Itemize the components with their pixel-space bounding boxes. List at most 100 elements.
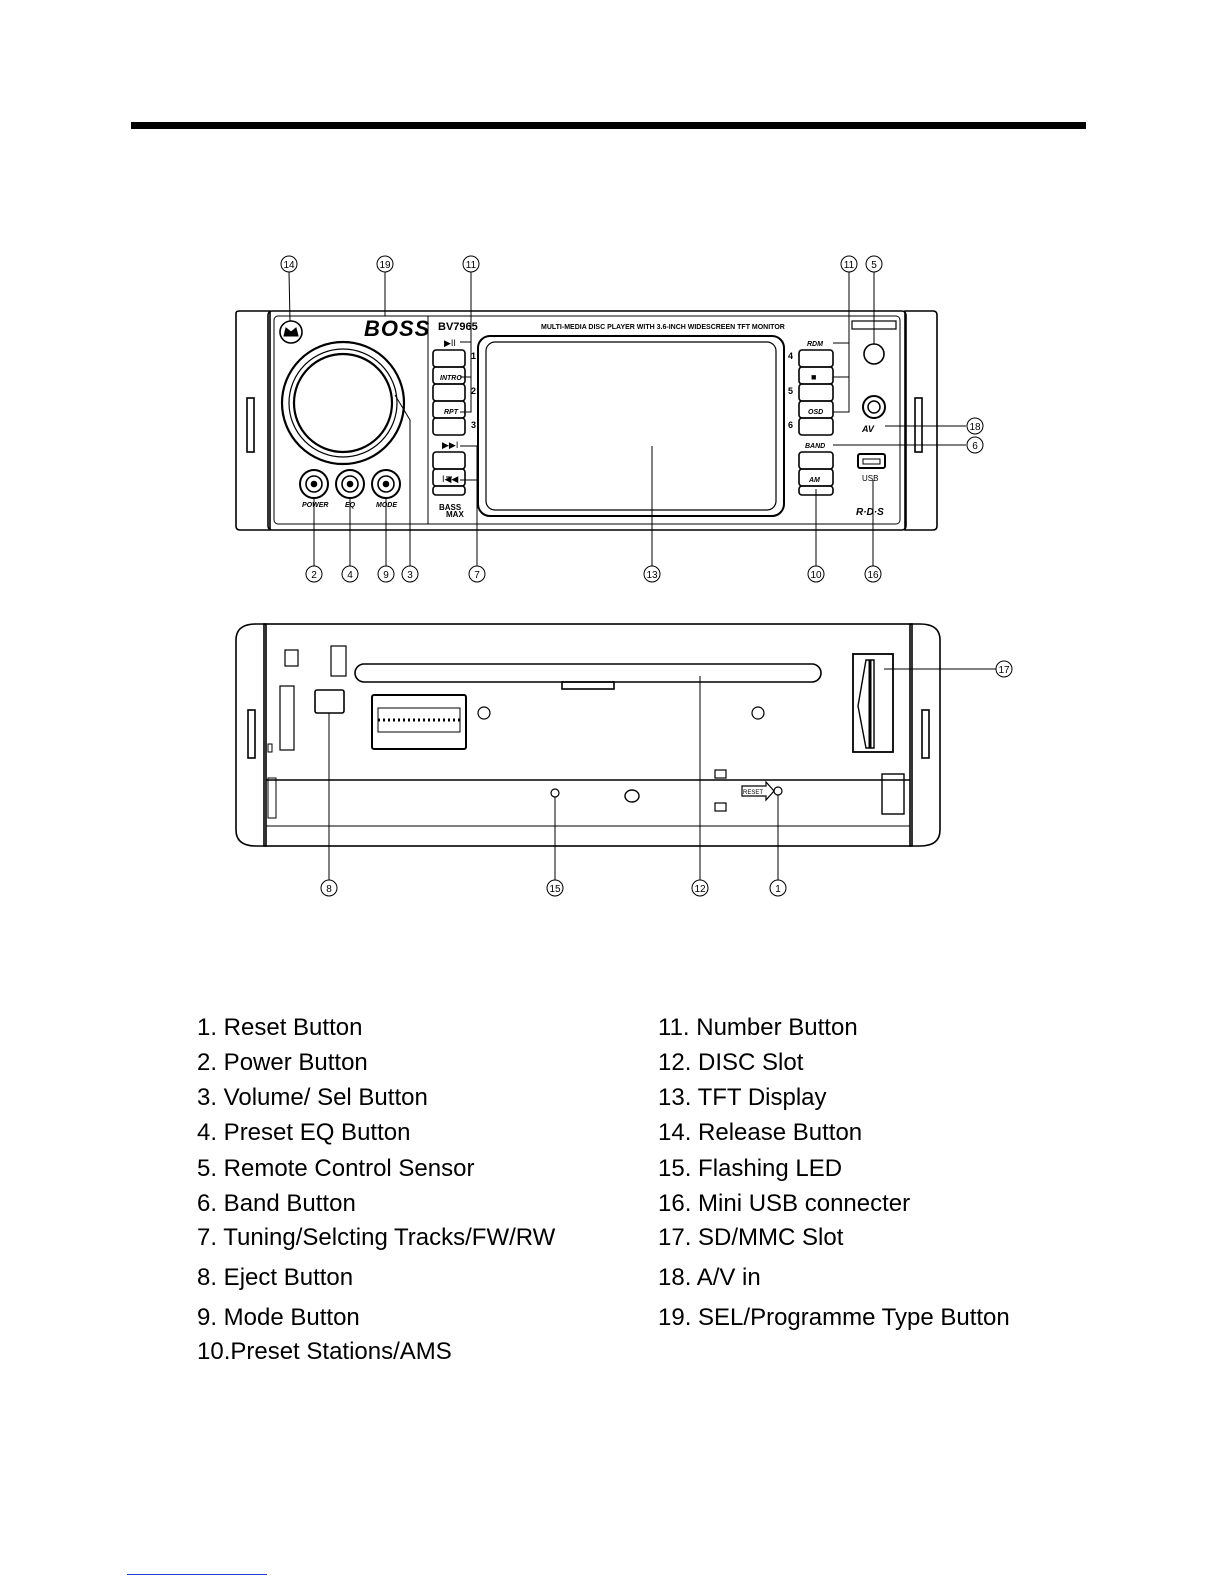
svg-text:11: 11 xyxy=(844,260,855,271)
back-panel xyxy=(235,623,941,847)
svg-text:2: 2 xyxy=(311,570,317,581)
legend-item-8: 8. Eject Button xyxy=(197,1264,354,1291)
power-label: POWER xyxy=(302,502,328,509)
callout-back-8: 8 xyxy=(320,879,338,897)
callout-top-5: 5 xyxy=(865,255,883,273)
legend-item-13: 13. TFT Display xyxy=(658,1084,827,1111)
callout-back-12: 12 xyxy=(691,879,709,897)
legend-item-7: 7. Tuning/Selcting Tracks/FW/RW xyxy=(197,1224,556,1251)
legend-item-19: 19. SEL/Programme Type Button xyxy=(658,1304,1010,1331)
svg-text:1: 1 xyxy=(775,884,781,895)
header-rule xyxy=(131,122,1086,129)
legend-item-4: 4. Preset EQ Button xyxy=(197,1119,411,1146)
svg-text:18: 18 xyxy=(969,422,981,433)
footer-link-underline xyxy=(127,1574,267,1575)
svg-text:4: 4 xyxy=(347,570,353,581)
mode-button[interactable] xyxy=(371,469,401,499)
callout-back-15: 15 xyxy=(546,879,564,897)
flashing-led xyxy=(550,788,560,798)
eq-button[interactable] xyxy=(335,469,365,499)
svg-text:9: 9 xyxy=(383,570,389,581)
model-label: BV7965 xyxy=(438,321,478,333)
am-button[interactable]: AM xyxy=(808,477,820,484)
osd-button[interactable]: OSD xyxy=(808,409,823,416)
tagline: MULTI-MEDIA DISC PLAYER WITH 3.6-INCH WI… xyxy=(541,324,785,331)
callout-top-11a: 11 xyxy=(462,255,480,273)
number-5-label: 5 xyxy=(788,386,793,396)
callout-back-17: 17 xyxy=(995,660,1013,678)
power-button[interactable] xyxy=(299,469,329,499)
legend-item-16: 16. Mini USB connecter xyxy=(658,1190,911,1217)
svg-text:11: 11 xyxy=(466,260,477,271)
intro-button[interactable]: INTRO xyxy=(440,375,462,382)
legend-item-2: 2. Power Button xyxy=(197,1049,368,1076)
prev-track-button[interactable]: I◀◀ xyxy=(442,474,458,484)
callout-top-19: 19 xyxy=(376,255,394,273)
leader-lines xyxy=(288,271,996,880)
svg-text:6: 6 xyxy=(972,441,978,452)
legend-item-9: 9. Mode Button xyxy=(197,1304,360,1331)
rdm-button[interactable]: RDM xyxy=(807,341,823,348)
svg-text:17: 17 xyxy=(998,665,1010,676)
callout-top-11b: 11 xyxy=(840,255,858,273)
rear-connector xyxy=(371,694,467,750)
number-3-label: 3 xyxy=(471,420,476,430)
legend-item-6: 6. Band Button xyxy=(197,1190,356,1217)
brand-logo: BOSS xyxy=(364,316,430,341)
sd-mmc-slot[interactable] xyxy=(852,653,894,753)
release-button[interactable] xyxy=(279,320,303,344)
legend-item-10: 10.Preset Stations/AMS xyxy=(197,1338,452,1365)
svg-text:3: 3 xyxy=(407,570,413,581)
callout-bottom-16: 16 xyxy=(864,565,882,583)
callout-bottom-10: 10 xyxy=(807,565,825,583)
callout-bottom-4: 4 xyxy=(341,565,359,583)
svg-text:15: 15 xyxy=(549,884,561,895)
band-button[interactable]: BAND xyxy=(805,443,825,450)
rds-logo: R·D·S xyxy=(856,507,884,518)
svg-text:7: 7 xyxy=(474,570,480,581)
legend-item-3: 3. Volume/ Sel Button xyxy=(197,1084,428,1111)
callout-top-14: 14 xyxy=(280,255,298,273)
remote-sensor xyxy=(863,343,885,365)
stop-button[interactable]: ■ xyxy=(811,372,816,382)
number-6-label: 6 xyxy=(788,420,793,430)
svg-text:19: 19 xyxy=(379,260,391,271)
legend-item-11: 11. Number Button xyxy=(658,1014,858,1041)
callout-right-6: 6 xyxy=(966,436,984,454)
bass-max-logo-top: BASS xyxy=(439,503,462,512)
legend-item-14: 14. Release Button xyxy=(658,1119,863,1146)
rpt-button[interactable]: RPT xyxy=(444,409,459,416)
play-pause-button[interactable]: ▶II xyxy=(444,338,456,348)
reset-label: RESET xyxy=(743,790,763,796)
usb-label: USB xyxy=(862,474,878,483)
legend-item-12: 12. DISC Slot xyxy=(658,1049,804,1076)
eject-button[interactable] xyxy=(314,689,345,714)
callout-bottom-2: 2 xyxy=(305,565,323,583)
callout-back-1: 1 xyxy=(769,879,787,897)
svg-text:16: 16 xyxy=(867,570,879,581)
mini-usb-port[interactable] xyxy=(857,453,886,469)
mode-label: MODE xyxy=(376,502,397,509)
callout-bottom-9: 9 xyxy=(377,565,395,583)
callout-right-18: 18 xyxy=(966,417,984,435)
svg-text:8: 8 xyxy=(326,884,332,895)
tft-display xyxy=(477,335,785,517)
callout-bottom-7: 7 xyxy=(468,565,486,583)
av-logo: AV xyxy=(861,424,875,434)
callout-bottom-3: 3 xyxy=(401,565,419,583)
legend-item-5: 5. Remote Control Sensor xyxy=(197,1155,475,1182)
av-in-jack[interactable] xyxy=(862,395,886,419)
disc-slot[interactable] xyxy=(354,663,822,683)
next-track-button[interactable]: ▶▶I xyxy=(442,440,458,450)
legend-item-15: 15. Flashing LED xyxy=(658,1155,843,1182)
number-4-label: 4 xyxy=(788,351,793,361)
bass-max-logo-bottom: MAX xyxy=(446,510,464,519)
volume-knob[interactable] xyxy=(280,340,406,466)
legend-item-17: 17. SD/MMC Slot xyxy=(658,1224,844,1251)
reset-button[interactable] xyxy=(773,786,783,796)
svg-text:13: 13 xyxy=(646,570,658,581)
legend-item-1: 1. Reset Button xyxy=(197,1014,363,1041)
svg-text:12: 12 xyxy=(694,884,706,895)
number-2-label: 2 xyxy=(471,386,476,396)
